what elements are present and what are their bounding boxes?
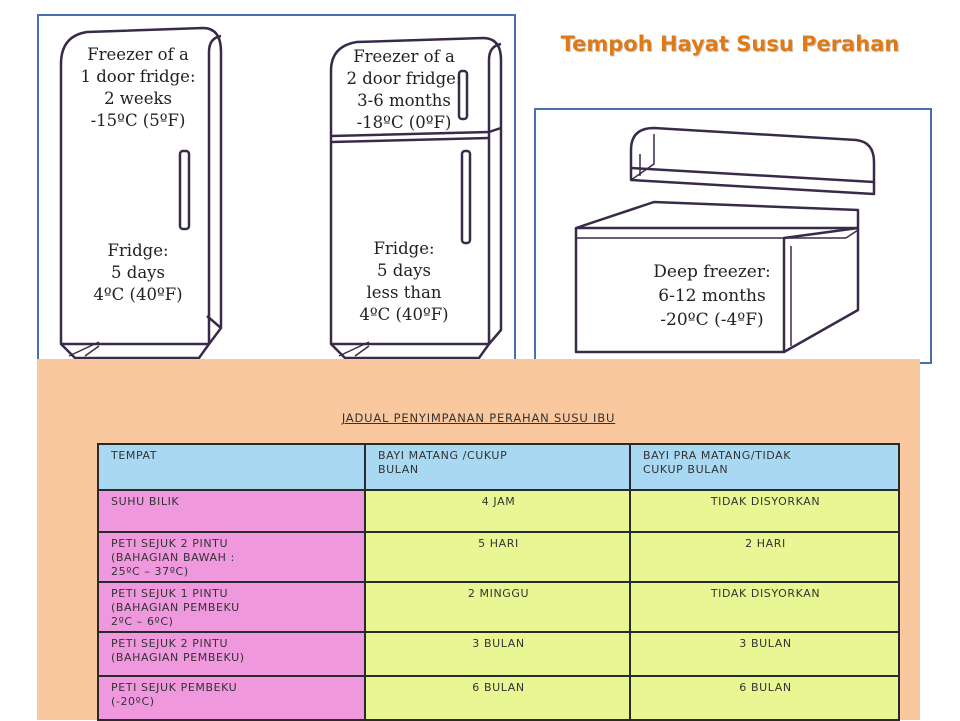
freezer-lid [629, 126, 876, 184]
fridge1-fridge-label: Fridge: 5 days 4ºC (40ºF) [93, 241, 183, 304]
row-place: PETI SEJUK 2 PINTU (BAHAGIAN BAWAH : 25º… [97, 531, 366, 583]
row-place: PETI SEJUK PEMBEKU (-20ºC) [97, 675, 366, 721]
freezer-opening [574, 200, 860, 230]
fridge1-handle [178, 149, 191, 231]
row-term-value: 3 BULAN [364, 631, 631, 677]
fridges-illustration-panel: Freezer of a 1 door fridge: 2 weeks -15º… [37, 14, 516, 361]
fridge2-bottom-handle [460, 149, 472, 245]
row-preterm-value: 3 BULAN [629, 631, 900, 677]
page-title: Tempoh Hayat Susu Perahan [560, 32, 900, 56]
table-row: PETI SEJUK 2 PINTU (BAHAGIAN BAWAH : 25º… [97, 531, 900, 583]
fridge1-body [59, 26, 223, 346]
row-preterm-value: TIDAK DISYORKAN [629, 489, 900, 533]
row-preterm-value: TIDAK DISYORKAN [629, 581, 900, 633]
header-term-baby: BAYI MATANG /CUKUP BULAN [364, 443, 631, 491]
deep-freezer-drawing [574, 126, 876, 354]
deep-freezer-label: Deep freezer: 6-12 months -20ºC (-4ºF) [653, 262, 771, 330]
row-term-value: 4 JAM [364, 489, 631, 533]
table-header-row: TEMPAT BAYI MATANG /CUKUP BULAN BAYI PRA… [97, 443, 900, 491]
row-place: PETI SEJUK 2 PINTU (BAHAGIAN PEMBEKU) [97, 631, 366, 677]
fridge2-door-divider [330, 126, 502, 138]
storage-table-panel: JADUAL PENYIMPANAN PERAHAN SUSU IBU TEMP… [37, 359, 920, 721]
fridge2-freezer-label: Freezer of a 2 door fridge: 3-6 months -… [346, 47, 462, 132]
table-row: PETI SEJUK PEMBEKU (-20ºC) 6 BULAN 6 BUL… [97, 675, 900, 721]
row-term-value: 2 MINGGU [364, 581, 631, 633]
table-title: JADUAL PENYIMPANAN PERAHAN SUSU IBU [341, 411, 616, 425]
header-preterm-baby: BAYI PRA MATANG/TIDAK CUKUP BULAN [629, 443, 900, 491]
header-place: TEMPAT [97, 443, 366, 491]
fridge2-body [329, 36, 503, 346]
fridge2-fridge-label: Fridge: 5 days less than 4ºC (40ºF) [359, 239, 449, 324]
fridge1-freezer-label: Freezer of a 1 door fridge: 2 weeks -15º… [80, 45, 196, 130]
fridge2-top-handle [457, 69, 469, 121]
table-row: SUHU BILIK 4 JAM TIDAK DISYORKAN [97, 489, 900, 533]
deep-freezer-illustration-panel: Deep freezer: 6-12 months -20ºC (-4ºF) [534, 108, 932, 364]
table-row: PETI SEJUK 1 PINTU (BAHAGIAN PEMBEKU 2ºC… [97, 581, 900, 633]
table-row: PETI SEJUK 2 PINTU (BAHAGIAN PEMBEKU) 3 … [97, 631, 900, 677]
row-term-value: 6 BULAN [364, 675, 631, 721]
row-place: PETI SEJUK 1 PINTU (BAHAGIAN PEMBEKU 2ºC… [97, 581, 366, 633]
row-term-value: 5 HARI [364, 531, 631, 583]
row-preterm-value: 2 HARI [629, 531, 900, 583]
fridges-drawing [59, 26, 503, 359]
row-place: SUHU BILIK [97, 489, 366, 533]
row-preterm-value: 6 BULAN [629, 675, 900, 721]
storage-table: TEMPAT BAYI MATANG /CUKUP BULAN BAYI PRA… [97, 443, 900, 721]
